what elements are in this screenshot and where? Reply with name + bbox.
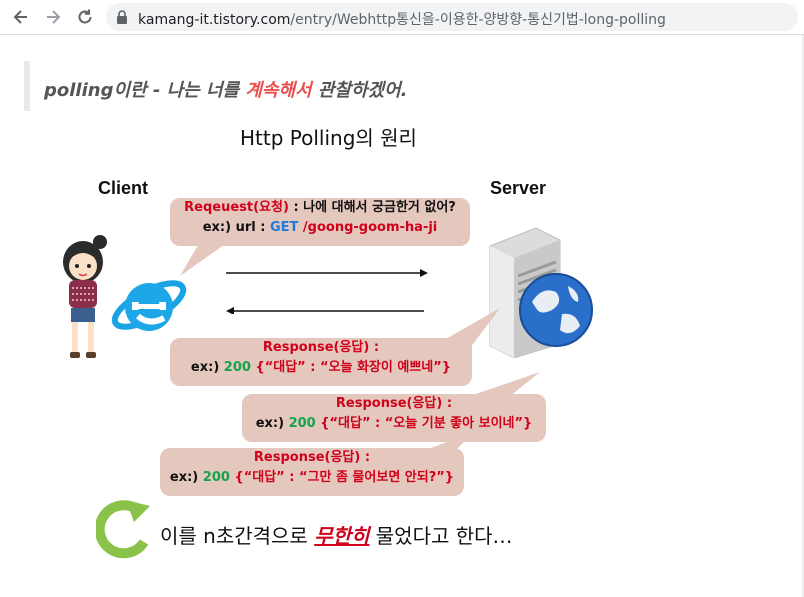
request-title: Reqeuest(요청)	[184, 200, 289, 215]
request-line2: ex:) url : GET /goong-goom-ha-ji	[170, 218, 470, 238]
footer-pre: 이를 n초간격으로	[160, 524, 315, 548]
girl-illustration	[63, 235, 107, 358]
response-tail-2	[470, 372, 540, 396]
response-3-title: Response(응답) :	[253, 450, 371, 465]
reload-icon	[78, 9, 92, 24]
response-2-ex: ex:)	[255, 416, 289, 431]
heading-highlight: 계속해서	[245, 80, 312, 101]
response-3-body: {“대답” : “그만 좀 물어보면 안되?”}	[229, 470, 455, 485]
request-question: : 나에 대해서 궁금한거 없어?	[288, 200, 456, 215]
response-1-body: {“대답” : “오늘 화장이 예쁘네”}	[250, 360, 452, 375]
response-1-title: Response(응답) :	[262, 340, 380, 355]
request-ex: ex:) url :	[202, 220, 270, 235]
response-1-line: ex:) 200 {“대답” : “오늘 화장이 예쁘네”}	[170, 358, 472, 378]
server-label: Server	[490, 178, 547, 198]
exchange-arrows	[226, 269, 428, 314]
response-bubble-2: Response(응답) : ex:) 200 {“대답” : “오늘 기분 좋…	[242, 394, 546, 442]
browser-toolbar: kamang-it.tistory.com/entry/Webhttp통신을-이…	[0, 0, 804, 35]
forward-button[interactable]	[40, 4, 66, 30]
lock-icon	[117, 10, 127, 24]
forward-arrow-icon	[47, 10, 61, 24]
heading-post: 관찰하겠어.	[311, 80, 408, 101]
request-line1: Reqeuest(요청) : 나에 대해서 궁금한거 없어?	[170, 198, 470, 218]
blockquote-bar	[24, 61, 30, 111]
heading-pre: polling이란 - 나는 너를	[44, 80, 246, 101]
response-tail-3	[420, 432, 474, 452]
globe-icon	[519, 273, 593, 347]
url-path: /entry/Webhttp통신을-이용한-양방향-통신기법-long-poll…	[290, 12, 666, 28]
url-text: kamang-it.tistory.com/entry/Webhttp통신을-이…	[138, 9, 666, 29]
response-2-body: {“대답” : “오늘 기분 좋아 보이네”}	[315, 416, 533, 431]
footer-emph: 무한히	[314, 524, 370, 548]
response-3-ex: ex:)	[169, 470, 203, 485]
response-bubble-3: Response(응답) : ex:) 200 {“대답” : “그만 좀 물어…	[160, 448, 464, 496]
response-bubble-1: Response(응답) : ex:) 200 {“대답” : “오늘 화장이 …	[170, 338, 472, 386]
diagram-title: Http Polling의 원리	[240, 126, 417, 150]
diagram-footer: 이를 n초간격으로 무한히 물었다고 한다…	[160, 520, 513, 549]
request-method: GET	[269, 220, 299, 235]
response-2-line: ex:) 200 {“대답” : “오늘 기분 좋아 보이네”}	[242, 414, 546, 434]
request-path: /goong-goom-ha-ji	[298, 220, 438, 235]
response-3-line: ex:) 200 {“대답” : “그만 좀 물어보면 안되?”}	[160, 468, 464, 488]
address-bar[interactable]: kamang-it.tistory.com/entry/Webhttp통신을-이…	[106, 3, 798, 31]
request-bubble: Reqeuest(요청) : 나에 대해서 궁금한거 없어? ex:) url …	[170, 198, 470, 246]
browser-e-icon	[111, 280, 187, 331]
request-bubble-tail	[180, 242, 228, 276]
response-2-code: 200	[288, 416, 316, 431]
response-2-title: Response(응답) :	[335, 396, 453, 411]
scrollbar-track[interactable]	[802, 35, 804, 597]
reload-button[interactable]	[72, 4, 98, 30]
polling-diagram-image: Http Polling의 원리 Client Server Reqeuest(…	[40, 112, 620, 572]
client-label: Client	[98, 178, 149, 198]
back-button[interactable]	[8, 4, 34, 30]
url-host: kamang-it.tistory.com	[138, 12, 291, 28]
article-heading: polling이란 - 나는 너를 계속해서 관찰하겠어.	[44, 76, 408, 102]
footer-post: 물었다고 한다…	[369, 524, 513, 548]
response-1-ex: ex:)	[190, 360, 224, 375]
loop-arrow-icon	[96, 500, 150, 559]
back-arrow-icon	[13, 10, 27, 24]
response-3-code: 200	[202, 470, 230, 485]
response-1-code: 200	[223, 360, 251, 375]
